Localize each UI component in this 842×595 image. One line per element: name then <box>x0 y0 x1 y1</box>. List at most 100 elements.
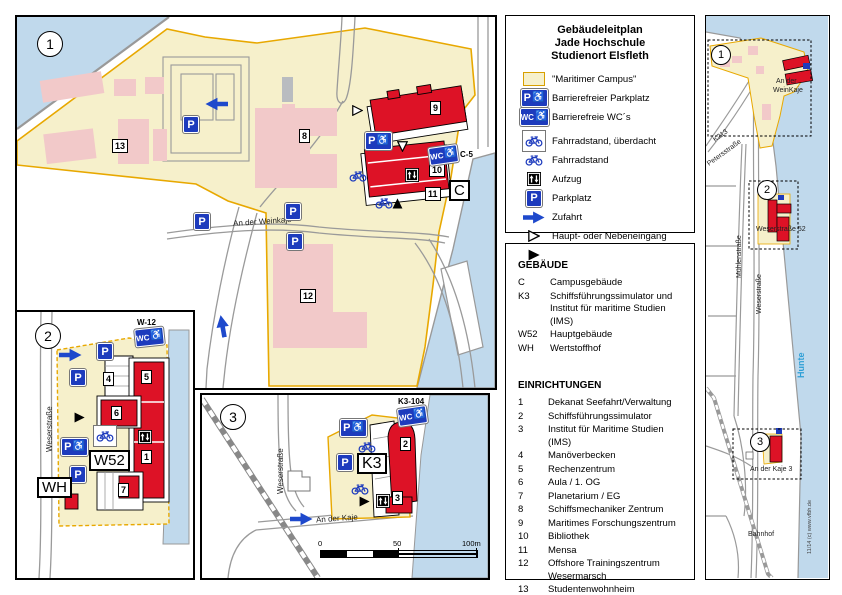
bike-glyph <box>96 430 114 442</box>
accessible-parking-icon: P♿ <box>365 132 392 150</box>
building-label-13: 13 <box>112 139 129 153</box>
legend-label: Fahrradstand, überdacht <box>552 135 657 147</box>
accessible-wc-icon: WC♿ <box>134 326 165 348</box>
panel-number: 1 <box>46 36 54 52</box>
facility-name: Aula / 1. OG <box>548 477 601 488</box>
street-label-an-der-kaje-3: An der Kaje 3 <box>750 466 793 473</box>
panel-number: 3 <box>756 436 764 448</box>
parking-icon: P <box>287 233 303 250</box>
building-12-shape <box>273 244 367 348</box>
facility-number: 10 <box>518 531 529 542</box>
elevator-icon <box>376 494 390 508</box>
facility-name: Manöverbecken <box>548 450 616 461</box>
bike-stand-icon <box>375 197 393 209</box>
scale-50: 50 <box>393 539 402 548</box>
accessible-entrance-icon <box>74 412 85 423</box>
facility-number: 2 <box>518 410 524 422</box>
parking-icon: P <box>97 343 113 360</box>
parking-icon: P <box>337 454 353 471</box>
building-code: W52 <box>518 329 538 340</box>
accessible-parking-icon: P♿ <box>520 89 548 107</box>
parking-icon: P <box>183 116 199 133</box>
accessible-entrance-icon <box>359 496 370 507</box>
water-area <box>411 395 488 578</box>
facility-number: 7 <box>518 490 524 502</box>
campus-area <box>17 27 476 387</box>
legend-label: Zufahrt <box>552 211 583 223</box>
building-label-4: 4 <box>103 372 115 386</box>
facility-number: 8 <box>518 504 524 515</box>
facility-name: Offshore Trainingszentrum Wesermarsch <box>548 558 660 582</box>
scale-bar-track <box>320 550 478 558</box>
panel-number-badge: 3 <box>220 404 246 430</box>
overview-badge-2: 2 <box>757 180 777 200</box>
scale-0: 0 <box>318 539 323 548</box>
building-label-1: 1 <box>141 450 153 464</box>
elevator-icon <box>527 172 541 186</box>
facility-name: Institut für Maritime Studien (IMS) <box>548 424 664 448</box>
wc-letters: WC <box>429 150 445 162</box>
entrance-icon <box>397 141 408 152</box>
wheelchair-glyph: ♿ <box>412 408 427 421</box>
covered-bike-stand-icon <box>522 130 546 152</box>
street-label-weinkaje: WeinKaje <box>773 87 803 94</box>
gebaeude-row: W52 Hauptgebäude <box>518 329 684 342</box>
legend-label: "Maritimer Campus" <box>552 73 637 85</box>
elevator-icon <box>138 430 152 444</box>
facility-number: 6 <box>518 477 524 488</box>
legend-item-access: Zufahrt <box>516 209 684 225</box>
detail-extent-boxes <box>707 39 812 480</box>
p-letter: P <box>530 192 538 204</box>
street-label-muehlenstrasse: Mühlenstraße <box>736 235 743 278</box>
einrichtungen-heading: EINRICHTUNGEN <box>518 380 602 391</box>
panel-number: 1 <box>717 49 725 61</box>
room-label-k3104: K3-104 <box>398 397 425 406</box>
building-label-7: 7 <box>118 483 130 497</box>
p-letter: P <box>101 345 109 358</box>
bike-stand-icon <box>525 154 543 166</box>
legend-item-campus: "Maritimer Campus" <box>516 71 684 87</box>
p-letter: P <box>64 441 72 453</box>
einrichtung-row: 6 Aula / 1. OG <box>518 477 684 490</box>
p-letter: P <box>198 215 206 228</box>
wheelchair-glyph: ♿ <box>149 329 164 342</box>
wc-letters: WC <box>520 112 534 122</box>
panel-number-badge: 2 <box>35 323 61 349</box>
legend-label: Barrierefreie WC´s <box>552 111 631 123</box>
legend-label: Haupt- oder Nebeneingang <box>552 230 667 242</box>
accessible-parking-icon: P♿ <box>340 419 367 437</box>
wheelchair-glyph: ♿ <box>531 92 545 103</box>
access-arrow-icon <box>59 348 82 362</box>
panel-number: 3 <box>229 409 237 425</box>
facility-number: 13 <box>518 584 529 595</box>
building-name: Wertstoffhof <box>550 342 601 354</box>
legend-item-elevator: Aufzug <box>516 171 684 187</box>
street-label-weserstrasse: Weserstraße <box>45 406 54 452</box>
label-bahnhof: Bahnhof <box>748 531 775 538</box>
building-label-k3: K3 <box>357 453 387 474</box>
wheelchair-glyph: ♿ <box>72 441 85 452</box>
p-letter: P <box>368 135 376 147</box>
facility-number: 9 <box>518 517 524 529</box>
water-area <box>706 16 828 578</box>
access-arrow-icon <box>205 97 228 111</box>
facility-number: 4 <box>518 450 524 461</box>
bike-stand-icon <box>358 441 376 453</box>
facility-name: Rechenzentrum <box>548 463 616 475</box>
p-letter: P <box>187 118 195 131</box>
campus-swatch <box>516 72 552 86</box>
wheelchair-glyph: ♿ <box>351 422 364 433</box>
wheelchair-glyph: ♿ <box>443 147 458 160</box>
building-name: Hauptgebäude <box>550 329 613 340</box>
p-letter: P <box>523 92 531 104</box>
p-letter: P <box>291 235 299 248</box>
panel-number-badge: 1 <box>37 31 63 57</box>
overview-map: 1 2 3 An der WeinKaje K213 Petersstraße … <box>705 15 830 580</box>
map1-graphics <box>17 17 495 388</box>
panel-number: 2 <box>44 328 52 344</box>
bike-stand-icon <box>349 170 367 182</box>
overview-badge-3: 3 <box>750 432 770 452</box>
